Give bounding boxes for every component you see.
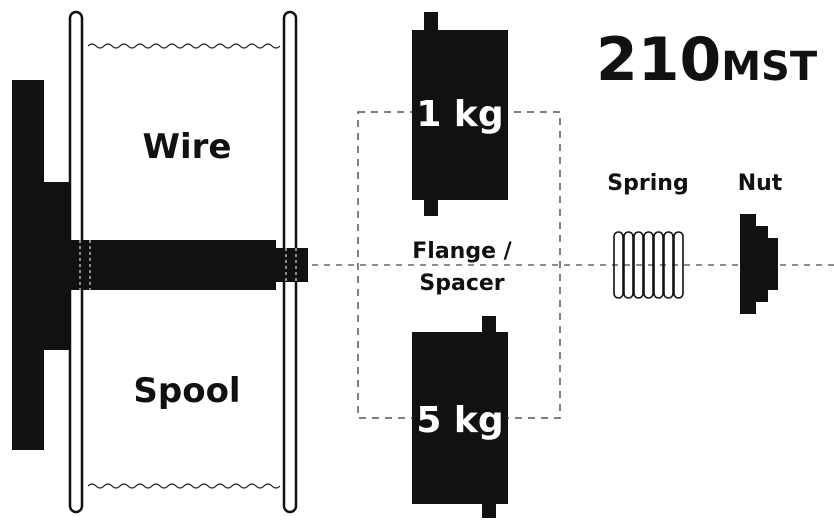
spool-shaft	[70, 240, 308, 290]
flange-label-line2: Spacer	[419, 271, 504, 296]
spool-label: Spool	[133, 371, 240, 411]
wire-label: Wire	[143, 127, 232, 167]
nut-icon	[740, 214, 778, 314]
weight-1kg	[412, 12, 508, 216]
flange-spacer-outline	[357, 111, 561, 419]
wire-bottom-edge	[87, 483, 281, 489]
weight-5kg-label: 5 kg	[416, 400, 503, 441]
wire-top-edge	[87, 43, 281, 49]
weight-1kg-label: 1 kg	[416, 94, 503, 135]
mount-plate	[12, 80, 70, 450]
nut-label: Nut	[738, 171, 783, 196]
spring-label: Spring	[607, 171, 688, 196]
model-title: 210MST	[596, 25, 818, 95]
weight-5kg	[412, 316, 508, 518]
model-number: 210	[596, 25, 721, 95]
spring-icon	[613, 231, 684, 299]
flange-label-line1: Flange /	[412, 239, 512, 264]
model-suffix: MST	[721, 44, 818, 90]
